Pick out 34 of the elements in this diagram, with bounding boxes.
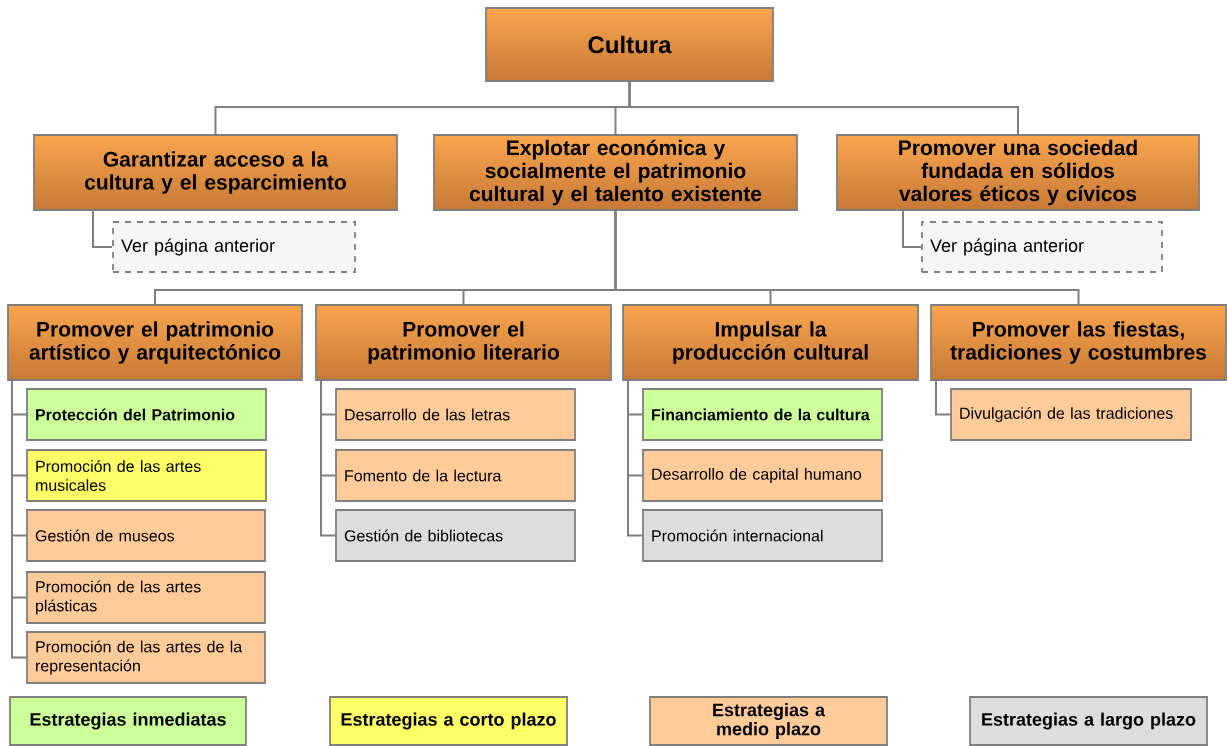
strategy-box: Gestión de museos bbox=[26, 509, 266, 562]
heading-box: Explotar económica y socialmente el patrimonio cultural y el talento existente bbox=[433, 134, 798, 211]
heading-box: Promover el patrimonio artístico y arquitectónico bbox=[7, 304, 303, 381]
heading-box: Promover el patrimonio literario bbox=[315, 304, 612, 381]
legend-item: Estrategias a corto plazo bbox=[329, 696, 568, 746]
strategy-box: Promoción internacional bbox=[642, 509, 883, 562]
connector bbox=[11, 379, 28, 659]
legend-item: Estrategias a medio plazo bbox=[649, 696, 888, 746]
strategy-box: Fomento de la lectura bbox=[335, 449, 576, 502]
strategy-box: Financiamiento de la cultura bbox=[642, 388, 883, 441]
connector bbox=[92, 209, 114, 248]
heading-box: Promover las fiestas, tradiciones y costumbres bbox=[930, 304, 1227, 381]
strategy-box: Promoción de las artes plásticas bbox=[26, 571, 266, 624]
connector bbox=[902, 209, 923, 248]
connector bbox=[627, 379, 644, 537]
strategy-box: Divulgación de las tradiciones bbox=[950, 388, 1192, 441]
strategy-box: Protección del Patrimonio bbox=[26, 388, 267, 441]
strategy-box: Desarrollo de capital humano bbox=[642, 449, 883, 502]
strategy-box: Gestión de bibliotecas bbox=[335, 509, 576, 562]
reference-box: Ver página anterior bbox=[112, 221, 356, 273]
reference-box: Ver página anterior bbox=[921, 221, 1163, 273]
strategy-box: Promoción de las artes musicales bbox=[26, 449, 267, 502]
heading-box: Impulsar la producción cultural bbox=[622, 304, 919, 381]
strategy-box: Promoción de las artes de la representación bbox=[26, 631, 266, 684]
heading-box: Promover una sociedad fundada en sólidos valores éticos y cívicos bbox=[836, 134, 1200, 211]
strategy-box: Desarrollo de las letras bbox=[335, 388, 576, 441]
legend-item: Estrategias inmediatas bbox=[9, 696, 247, 746]
connector bbox=[614, 209, 1080, 306]
connector bbox=[935, 379, 952, 416]
connector bbox=[628, 80, 1019, 136]
connector bbox=[320, 379, 337, 537]
title-box: Cultura bbox=[485, 7, 774, 82]
heading-box: Garantizar acceso a la cultura y el esparcimiento bbox=[33, 134, 398, 211]
legend-item: Estrategias a largo plazo bbox=[969, 696, 1208, 746]
